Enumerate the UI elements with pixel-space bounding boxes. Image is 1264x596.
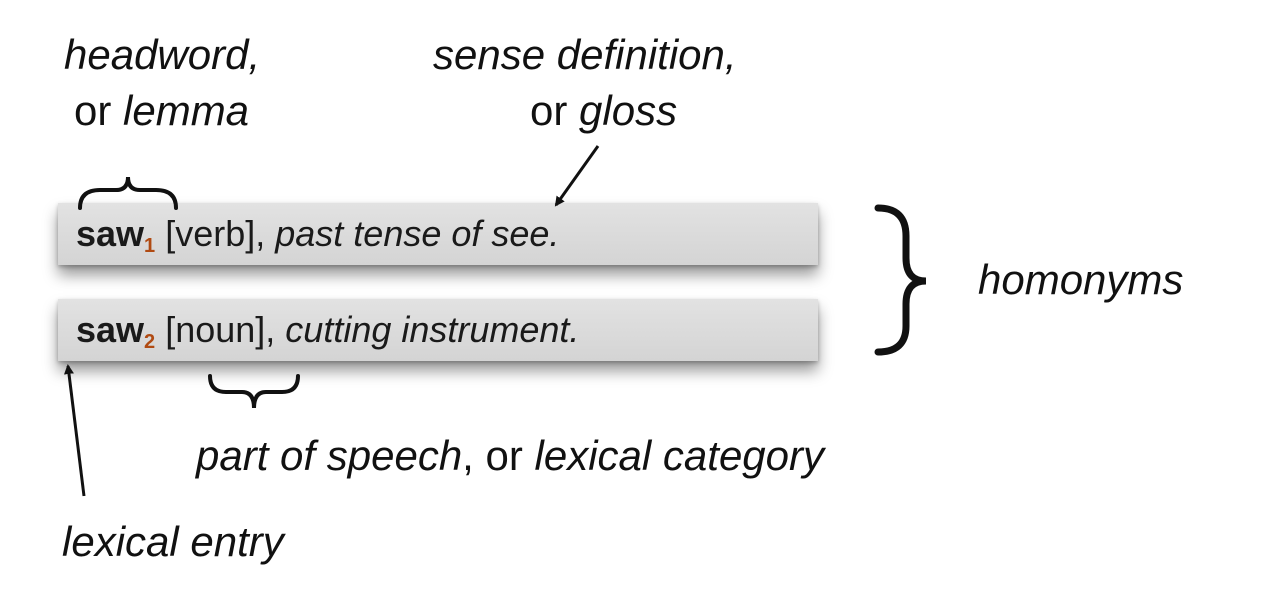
pos-2: [noun], bbox=[165, 309, 276, 350]
homonyms-label: homonyms bbox=[978, 256, 1184, 303]
headword-label: headword, or lemma bbox=[64, 27, 260, 139]
homonyms-brace-icon bbox=[874, 204, 927, 356]
entry-row-2: saw2 [noun], cutting instrument. bbox=[58, 299, 818, 361]
entry-text-2: saw2 [noun], cutting instrument. bbox=[76, 308, 579, 364]
lexical-category-term: lexical category bbox=[534, 432, 824, 479]
pos-brace-icon bbox=[208, 374, 300, 409]
headword-or: or bbox=[74, 87, 124, 134]
pos-label: part of speech, or lexical category bbox=[196, 428, 824, 484]
headword-term: headword, bbox=[64, 31, 261, 78]
gloss-term: gloss bbox=[579, 87, 678, 134]
entry-text-1: saw1 [verb], past tense of see. bbox=[76, 212, 559, 268]
headword-brace-icon bbox=[78, 176, 178, 210]
sense-definition-term: sense definition, bbox=[433, 31, 737, 78]
sense-or: or bbox=[530, 87, 580, 134]
headword-1: saw1 bbox=[76, 213, 156, 257]
entry-arrow-icon bbox=[64, 364, 86, 497]
lemma-term: lemma bbox=[123, 87, 250, 134]
homonym-index-1: 1 bbox=[144, 235, 156, 257]
pos-term: part of speech bbox=[196, 432, 463, 479]
headword-2: saw2 bbox=[76, 309, 156, 353]
gloss-1: past tense of see. bbox=[275, 213, 560, 254]
lexical-entry-label: lexical entry bbox=[62, 518, 284, 565]
gloss-arrow-icon bbox=[554, 145, 600, 207]
gloss-2: cutting instrument. bbox=[285, 309, 580, 350]
entry-row-1: saw1 [verb], past tense of see. bbox=[58, 203, 818, 265]
pos-or: , or bbox=[462, 432, 535, 479]
homonym-index-2: 2 bbox=[144, 331, 156, 353]
sense-label: sense definition, or gloss bbox=[433, 27, 737, 139]
pos-1: [verb], bbox=[165, 213, 266, 254]
